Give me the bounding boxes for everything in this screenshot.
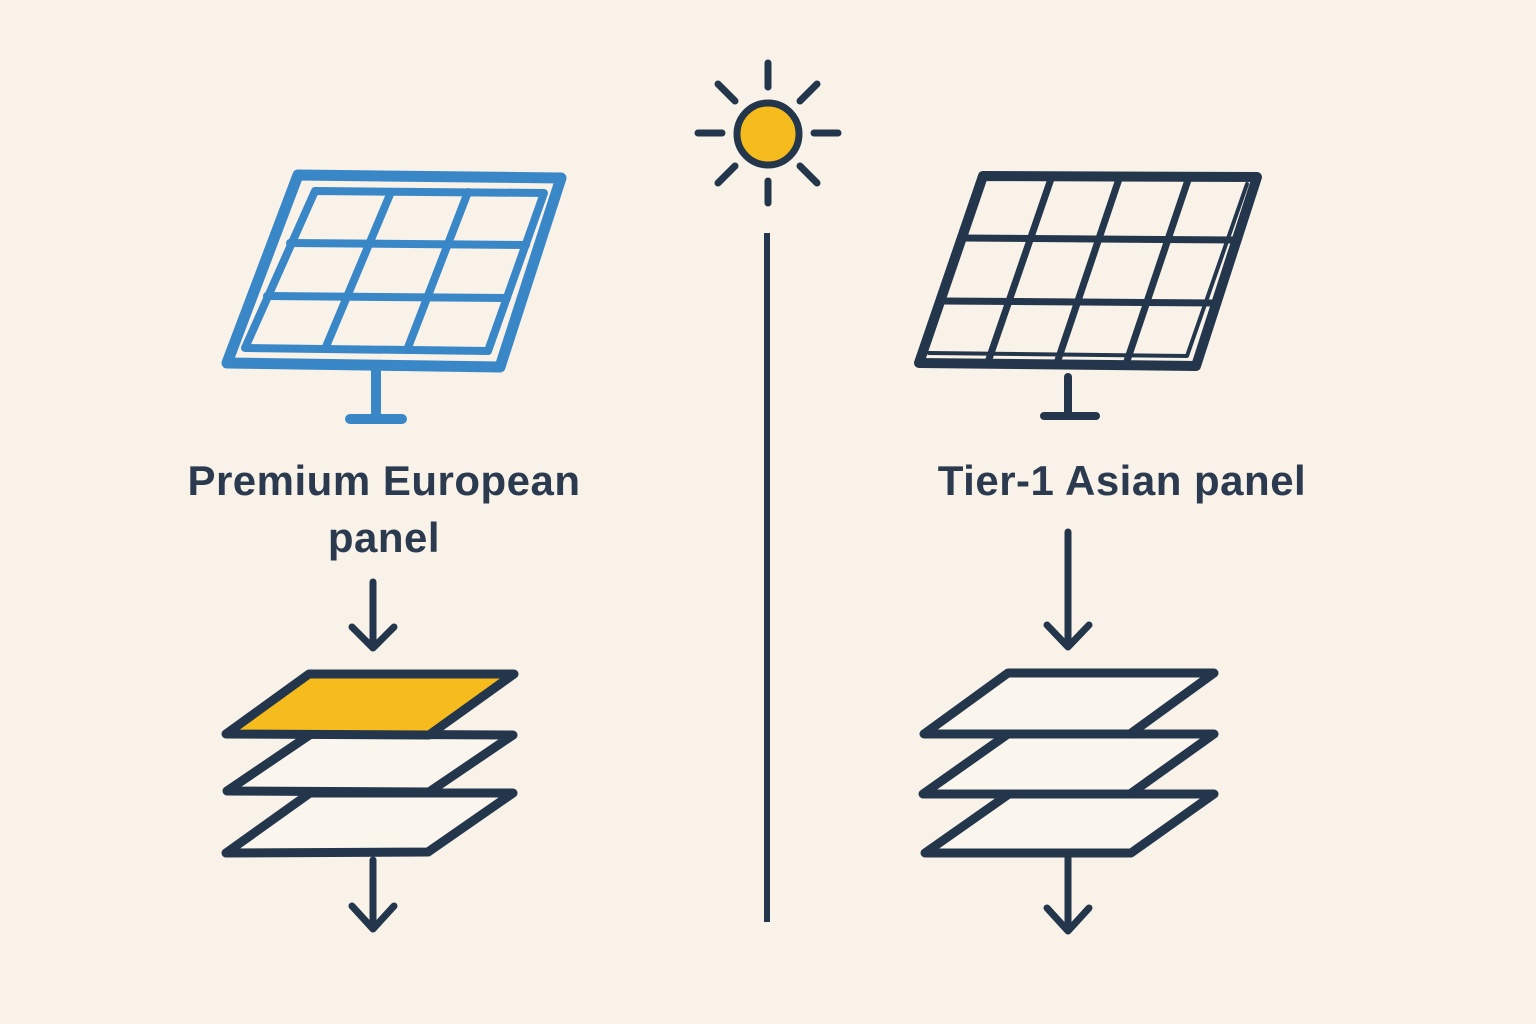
panel-stand (1040, 373, 1100, 420)
left-panel-label-line1: Premium European (187, 457, 581, 504)
sun-icon (694, 59, 842, 207)
solar-panel-icon-blue (221, 169, 567, 424)
right-panel-label: Tier-1 Asian panel (937, 457, 1307, 504)
left-panel-label-line2: panel (327, 514, 441, 561)
down-arrow-icon (1043, 854, 1093, 935)
down-arrow-icon (348, 856, 398, 933)
panel-stand (345, 365, 407, 424)
solar-panel-icon-dark (914, 171, 1262, 420)
down-arrow-icon (348, 578, 398, 652)
layer-stack-icon-left (221, 669, 519, 858)
down-arrow-icon (1043, 528, 1093, 651)
layer-stack-icon-right (918, 668, 1219, 858)
left-panel-label: Premium European panel (124, 452, 644, 566)
highlight-layer (221, 669, 519, 740)
